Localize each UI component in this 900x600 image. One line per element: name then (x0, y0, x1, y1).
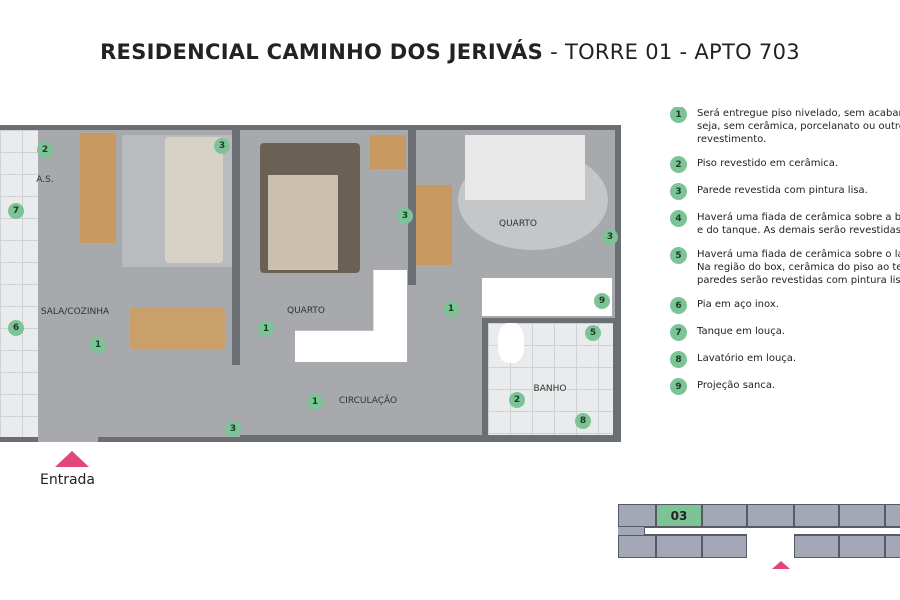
nightstand (370, 135, 406, 169)
room-label-quarto: QUARTO (498, 219, 538, 229)
key-plan-entrance-icon (772, 561, 790, 569)
marker: 9 (594, 293, 610, 309)
marker: 3 (225, 421, 241, 437)
kitchen-tiles (0, 130, 38, 437)
marker: 2 (509, 392, 525, 408)
room-label-circulacao: CIRCULAÇÃO (338, 396, 398, 406)
toilet (498, 323, 524, 363)
key-plan-unit-highlight: 03 (656, 504, 702, 527)
desk (416, 185, 452, 265)
dining-table (130, 307, 225, 349)
bed-2 (465, 135, 585, 200)
page-title: RESIDENCIAL CAMINHO DOS JERIVÁS - TORRE … (100, 40, 800, 64)
entrance-label: Entrada (40, 472, 96, 488)
marker: 1 (307, 394, 323, 410)
tv-stand (80, 133, 116, 243)
room-label-sala: SALA/COZINHA (40, 307, 110, 317)
room-label-as: A.S. (36, 175, 54, 185)
room-label-quarto: QUARTO (286, 306, 326, 316)
marker: 3 (214, 138, 230, 154)
living-floor (130, 365, 240, 437)
marker: 1 (443, 301, 459, 317)
marker: 1 (90, 337, 106, 353)
blanket-1 (268, 175, 338, 270)
marker: 5 (585, 325, 601, 341)
marker: 2 (37, 142, 53, 158)
wardrobe-2 (482, 278, 612, 316)
marker: 8 (575, 413, 591, 429)
wall (232, 130, 240, 365)
marker: 1 (258, 321, 274, 337)
marker: 3 (602, 229, 618, 245)
wall (408, 130, 416, 280)
room-label-banho: BANHO (533, 384, 567, 394)
floor-plan (0, 125, 621, 442)
sofa (165, 137, 223, 263)
marker: 6 (8, 320, 24, 336)
entrance-arrow-icon (55, 451, 89, 467)
marker: 3 (397, 208, 413, 224)
entrance-door (38, 437, 98, 442)
marker: 7 (8, 203, 24, 219)
key-plan: 03 (618, 504, 900, 558)
key-plan-core (747, 534, 794, 558)
wall (482, 318, 488, 435)
